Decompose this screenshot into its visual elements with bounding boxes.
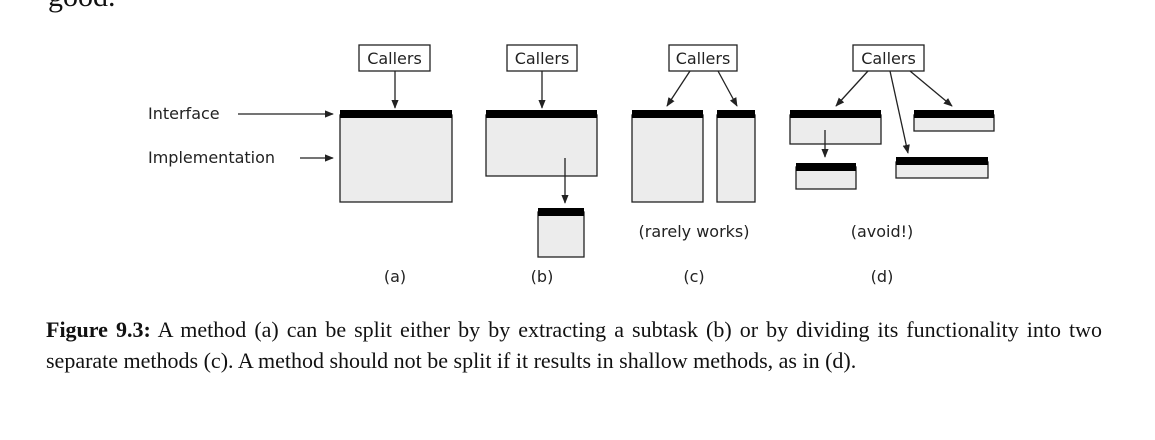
callers-label: Callers (861, 49, 916, 68)
interface-bar-right (717, 110, 755, 118)
interface-label: Interface (148, 104, 220, 123)
panel-label: (b) (531, 267, 554, 286)
call-arrow-right (909, 70, 953, 107)
call-arrow-middle (889, 70, 910, 154)
implementation-label: Implementation (148, 148, 275, 167)
panel-label: (d) (871, 267, 894, 286)
panel-label: (a) (384, 267, 406, 286)
callers-label: Callers (676, 49, 731, 68)
callers-label: Callers (515, 49, 570, 68)
subtask-interface-bar (538, 208, 584, 216)
call-arrow-right (717, 70, 738, 107)
implementation-label-group: Implementation (148, 148, 334, 167)
callers-box (852, 44, 925, 72)
interface-bar-3 (796, 163, 856, 171)
callers-box (358, 44, 431, 72)
call-arrow-left (666, 70, 691, 107)
panel-note: (avoid!) (851, 222, 914, 241)
figure-number: Figure 9.3: (46, 317, 151, 342)
page-text-fragment: good. (48, 0, 116, 12)
interface-bar (486, 110, 597, 118)
interface-bar-4 (896, 157, 988, 165)
callers-box (506, 44, 578, 72)
call-arrow-left (835, 70, 869, 107)
caption-text: A method (a) can be split either by by e… (46, 317, 1102, 373)
panel-note: (rarely works) (639, 222, 750, 241)
callers-label: Callers (367, 49, 422, 68)
method-right-box (716, 114, 756, 203)
figure-caption: Figure 9.3: A method (a) can be split ei… (46, 314, 1102, 376)
interface-bar-2 (914, 110, 994, 118)
subtask-implementation-box (537, 211, 585, 258)
panel-label: (c) (683, 267, 704, 286)
method-split-diagram: Interface Implementation Callers (a) Cal… (148, 44, 995, 286)
panel-a: Callers (a) (339, 44, 453, 286)
interface-bar (340, 110, 452, 118)
panel-d: Callers (avoid!) (d) (789, 44, 995, 286)
interface-label-group: Interface (148, 104, 334, 123)
shallow-method-box-1 (789, 114, 882, 145)
method-left-box (631, 114, 704, 203)
panel-b: Callers (b) (485, 44, 598, 286)
callers-box (668, 44, 738, 72)
interface-bar-left (632, 110, 703, 118)
method-implementation-box (485, 114, 598, 177)
method-implementation-box (339, 114, 453, 203)
panel-c: Callers (rarely works) (c) (631, 44, 756, 286)
interface-bar-1 (790, 110, 881, 118)
